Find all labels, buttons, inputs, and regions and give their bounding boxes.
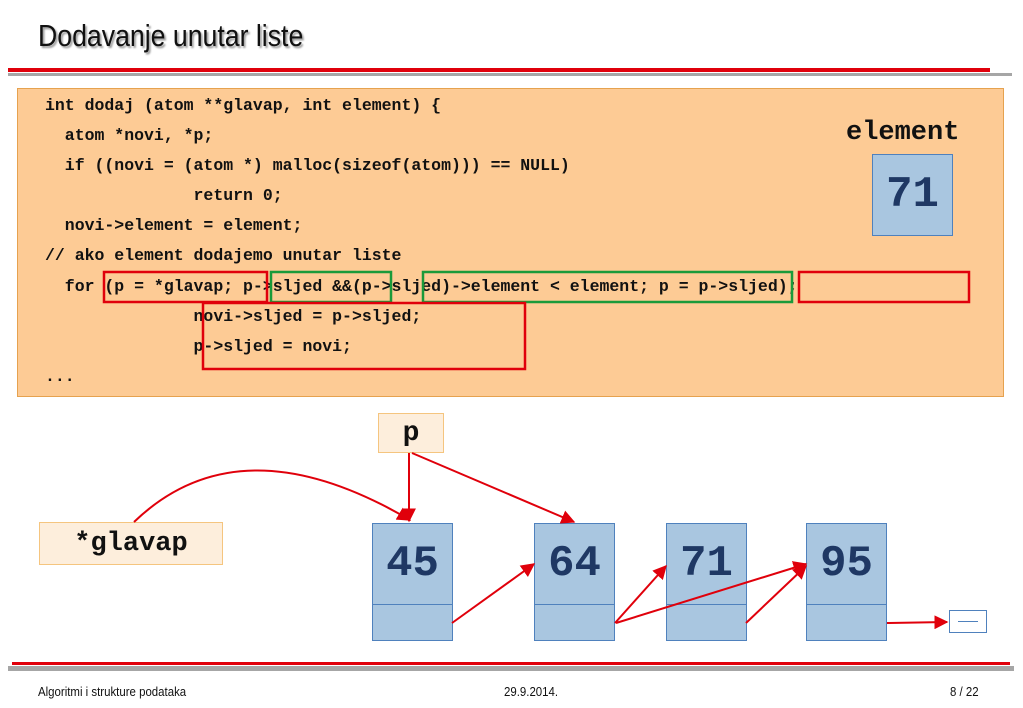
list-node-2: 64 (534, 523, 615, 641)
code-line-4: return 0; (45, 186, 283, 205)
pointer-p-label: p (378, 413, 444, 453)
code-line-7: for (p = *glavap; p->sljed &&(p->sljed)-… (45, 277, 798, 296)
code-line-2: atom *novi, *p; (45, 126, 214, 145)
highlight-body (201, 301, 527, 371)
list-node-new: 71 (666, 523, 747, 641)
code-line-6: // ako element dodajemo unutar liste (45, 246, 402, 265)
null-terminator (949, 610, 987, 633)
code-line-10: ... (45, 367, 75, 386)
arrow-p-to-64 (411, 452, 576, 524)
code-line-9: p->sljed = novi; (45, 337, 352, 356)
title-divider-red (8, 68, 990, 72)
title-divider-gray (8, 73, 1012, 76)
footer-divider-gray (8, 666, 1014, 671)
list-node-4: 95 (806, 523, 887, 641)
arrow-64-to-71 (614, 564, 667, 624)
highlight-init (102, 270, 269, 304)
arrow-71-to-95 (745, 565, 808, 624)
code-line-1: int dodaj (atom **glavap, int element) { (45, 96, 442, 115)
highlight-cond-1 (269, 270, 393, 304)
slide-title: Dodavanje unutar liste (38, 18, 304, 53)
node-next-field (806, 604, 887, 641)
list-node-1: 45 (372, 523, 453, 641)
element-variable-label: element (846, 118, 960, 148)
arrow-glavap-to-head (133, 469, 412, 523)
footer-divider-red (12, 662, 1010, 665)
highlight-step (797, 270, 971, 304)
node-value: 64 (534, 523, 615, 605)
footer-date: 29.9.2014. (504, 684, 559, 699)
null-symbol (958, 621, 978, 622)
highlight-cond-2 (421, 270, 794, 304)
node-next-field (666, 604, 747, 641)
node-value: 95 (806, 523, 887, 605)
arrow-64-to-95 (615, 561, 808, 624)
code-line-3: if ((novi = (atom *) malloc(sizeof(atom)… (45, 156, 570, 175)
footer-page-number: 8 / 22 (950, 684, 979, 699)
node-next-field (534, 604, 615, 641)
node-next-field (372, 604, 453, 641)
code-line-8: novi->sljed = p->sljed; (45, 307, 422, 326)
head-pointer-label: *glavap (39, 522, 223, 565)
element-value-box: 71 (872, 154, 953, 236)
arrow-95-to-null (886, 615, 949, 630)
node-value: 45 (372, 523, 453, 605)
code-line-5: novi->element = element; (45, 216, 303, 235)
footer-course: Algoritmi i strukture podataka (38, 684, 187, 699)
code-block: int dodaj (atom **glavap, int element) {… (17, 88, 1004, 397)
node-value: 71 (666, 523, 747, 605)
arrow-45-to-64 (451, 563, 536, 624)
